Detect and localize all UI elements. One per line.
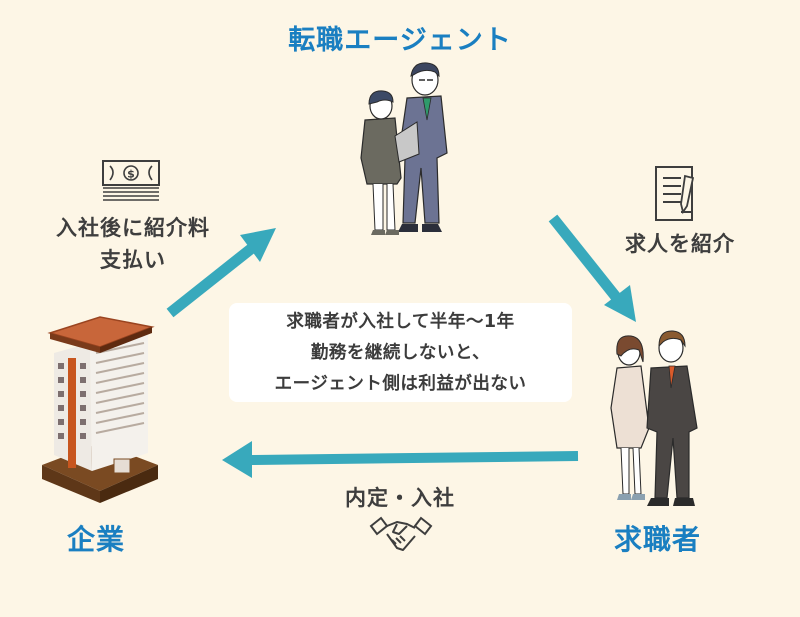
handshake-icon <box>369 516 433 551</box>
money-bills-icon: $ <box>102 160 160 201</box>
profit-condition-note: 求職者が入社して半年〜1年 勤務を継続しないと、 エージェント側は利益が出ない <box>229 303 572 402</box>
jobseeker-people-illustration <box>610 330 698 506</box>
jobseeker-title: 求職者 <box>614 523 702 556</box>
fee-payment-label: 入社後に紹介料 支払い <box>28 212 238 276</box>
note-line-2: 勤務を継続しないと、 <box>310 343 491 363</box>
job-introduction-label: 求人を紹介 <box>625 232 735 256</box>
agent-woman-figure <box>360 90 420 235</box>
offer-joining-label: 内定・入社 <box>345 486 455 510</box>
document-pen-icon <box>655 166 695 221</box>
jobseeker-woman-figure <box>610 335 650 500</box>
agent-people-illustration <box>360 62 448 235</box>
fee-payment-label-line2: 支払い <box>100 248 166 272</box>
company-title: 企業 <box>67 523 126 556</box>
jobseeker-man-figure <box>646 330 698 506</box>
note-line-3: エージェント側は利益が出ない <box>274 374 527 394</box>
fee-payment-label-line1: 入社後に紹介料 <box>56 216 210 240</box>
svg-text:$: $ <box>127 168 135 181</box>
company-building-illustration <box>42 316 158 503</box>
note-line-1: 求職者が入社して半年〜1年 <box>286 312 515 332</box>
agent-title: 転職エージェント <box>288 25 512 56</box>
